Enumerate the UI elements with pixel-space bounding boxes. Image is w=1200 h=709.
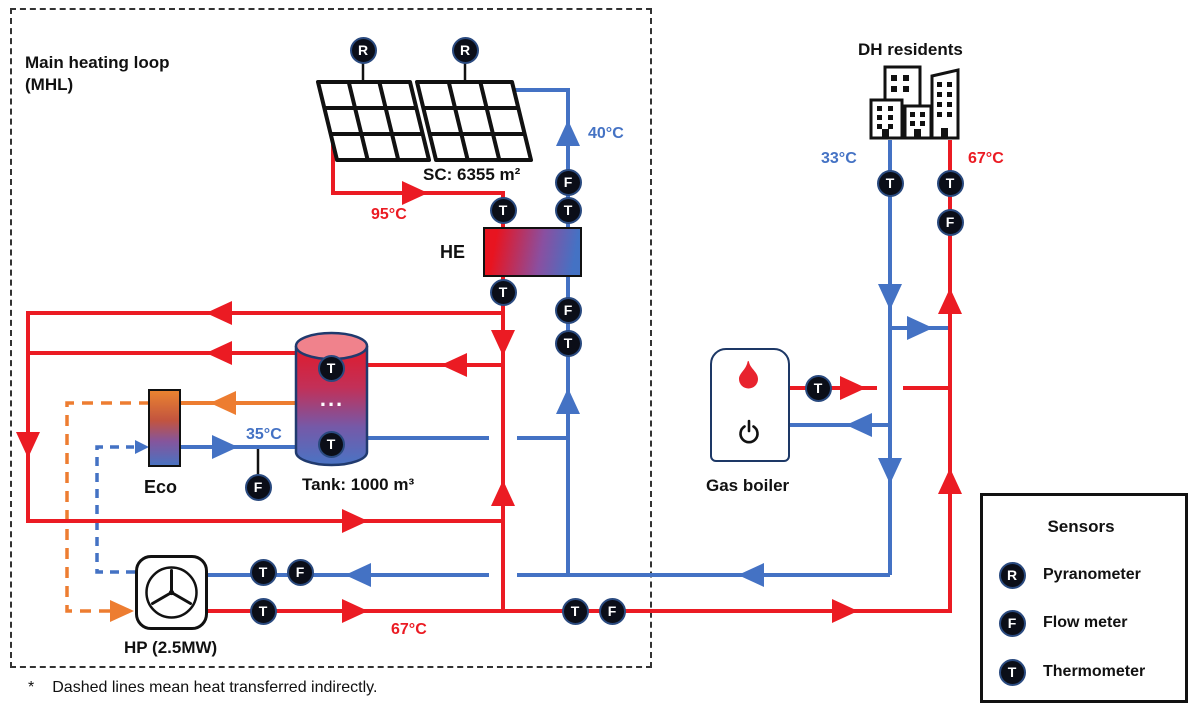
legend-thermometer-label: Thermometer (1043, 663, 1146, 680)
boiler-icons (739, 360, 759, 444)
indirect-blue-pipe (95, 445, 135, 574)
flow-meter-sensor: F (598, 597, 626, 625)
eco-label: Eco (144, 477, 178, 497)
thermometer-sensor: T (489, 278, 517, 306)
power-icon (739, 419, 759, 444)
thermometer-sensor: T (317, 430, 345, 458)
thermometer-sensor: T (317, 354, 345, 382)
temp-solar-supply: 95°C (371, 206, 407, 223)
temp-dh-return: 33°C (821, 150, 857, 167)
temp-hp-supply: 67°C (391, 621, 427, 638)
flow-meter-sensor: F (554, 296, 582, 324)
mhl-boundary (10, 8, 652, 668)
legend-flow-meter-label: Flow meter (1043, 614, 1128, 631)
flow-meter-sensor: F (244, 473, 272, 501)
legend-thermometer-symbol: T (998, 658, 1026, 686)
dh-buildings-icon (869, 65, 960, 140)
mhl-title: Main heating loop (MHL) (25, 53, 170, 95)
cold-arrows (212, 120, 933, 587)
orange-arrow-into-eco (210, 391, 236, 415)
solar-collector-panels (316, 80, 533, 162)
legend-pyranometer-label: Pyranometer (1043, 566, 1141, 583)
flow-meter-sensor: F (286, 558, 314, 586)
thermometer-sensor: T (554, 329, 582, 357)
temp-eco-outlet: 35°C (246, 426, 282, 443)
blue-arrow-into-eco (135, 440, 149, 454)
thermometer-sensor: T (554, 196, 582, 224)
thermometer-sensor: T (489, 196, 517, 224)
heat-pump-label: HP (2.5MW) (124, 638, 218, 657)
heat-pump (135, 555, 208, 630)
pyranometer-sensor: R (349, 36, 377, 64)
flow-meter-sensor: F (554, 168, 582, 196)
dh-residents-label: DH residents (858, 40, 963, 59)
legend-flow-meter-symbol: F (998, 609, 1026, 637)
indirect-orange-pipe (65, 401, 150, 613)
heat-exchanger-label: HE (440, 242, 466, 262)
economizer (148, 389, 181, 467)
temp-dh-supply: 67°C (968, 150, 1004, 167)
storage-tank (294, 331, 369, 467)
hot-arrows (16, 181, 962, 623)
thermometer-sensor: T (804, 374, 832, 402)
pyranometer-sensor: R (451, 36, 479, 64)
gas-boiler (710, 348, 790, 462)
heat-exchanger (483, 227, 582, 277)
legend-title: Sensors (1047, 517, 1115, 536)
tank-stratification-dots: ... (319, 386, 345, 411)
thermometer-sensor: T (561, 597, 589, 625)
flow-meter-sensor: F (936, 208, 964, 236)
tank-label: Tank: 1000 m³ (302, 475, 415, 494)
flame-icon (739, 360, 758, 389)
temp-solar-return: 40°C (588, 125, 624, 142)
gas-boiler-label: Gas boiler (706, 476, 790, 495)
fan-icon (145, 566, 198, 619)
legend-pyranometer-symbol: R (998, 561, 1026, 589)
footnote-text: Dashed lines mean heat transferred indir… (52, 679, 378, 696)
thermometer-sensor: T (249, 558, 277, 586)
orange-arrow-into-hp (110, 600, 134, 622)
footnote-marker: * (28, 679, 35, 696)
thermometer-sensor: T (876, 169, 904, 197)
solar-collector-label: SC: 6355 m² (423, 165, 521, 184)
sensor-stems (256, 62, 467, 474)
thermometer-sensor: T (249, 597, 277, 625)
thermometer-sensor: T (936, 169, 964, 197)
footnote: * Dashed lines mean heat transferred indi… (28, 679, 377, 697)
